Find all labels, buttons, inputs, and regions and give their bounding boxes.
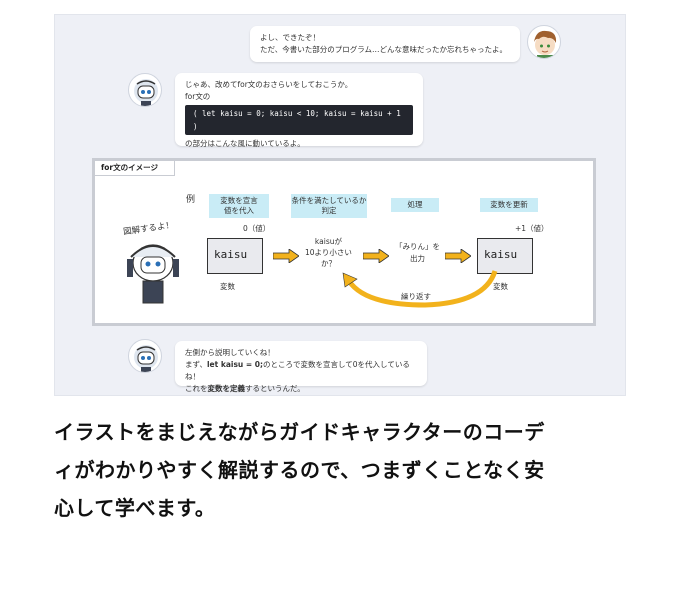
chat-text-part: これを	[185, 384, 208, 393]
step-label-declare: 変数を宣言 値を代入	[209, 194, 269, 218]
condition-text: kaisuが 10より小さい か？	[305, 237, 352, 268]
chat-text: これを変数を定義するというんだ。	[185, 383, 417, 395]
step-label-condition: 条件を満たしているか 判定	[291, 194, 367, 218]
repeat-label: 繰り返す	[401, 292, 431, 301]
variable-name: kaisu	[484, 248, 518, 261]
step-label-update: 変数を更新	[480, 198, 538, 212]
chat-text: 左側から説明していくね！	[185, 348, 275, 357]
inline-code: let kaisu = 0;	[206, 360, 263, 369]
example-label: 例	[186, 195, 196, 205]
guide-avatar	[128, 73, 162, 107]
guide-avatar	[128, 339, 162, 373]
guide-mascot-illustration	[127, 244, 179, 304]
chat-text-part: するというんだ。	[245, 384, 305, 393]
chat-text-part: まず、	[185, 360, 207, 369]
flow-arrow-icon	[363, 249, 389, 263]
step-label-process: 処理	[391, 198, 439, 212]
diagram-title: for文のイメージ	[95, 161, 175, 176]
chat-text: for文の	[185, 92, 211, 101]
caption-line: イラストをまじえながらガイドキャラクターのコーデ	[54, 420, 545, 444]
user-avatar	[527, 25, 561, 59]
zero-value-label: 0（値）	[243, 224, 271, 233]
flow-arrow-icon	[273, 249, 299, 263]
variable-caption: 変数	[493, 282, 508, 291]
caption-line: 心して学べます。	[54, 496, 216, 520]
chat-bubble-guide: 左側から説明していくね！ まず、let kaisu = 0;のところで変数を宣言…	[175, 341, 427, 393]
feature-caption: イラストをまじえながらガイドキャラクターのコーデ ィがわかりやすく解説するので、…	[54, 413, 634, 527]
emphasis-term: 変数を定義	[207, 384, 246, 393]
process-text: 「みりん」を 出力	[395, 242, 440, 263]
caption-line: ィがわかりやすく解説するので、つまずくことなく安	[54, 458, 545, 482]
variable-box-left: kaisu	[207, 238, 263, 274]
loop-back-arrow-icon	[342, 270, 498, 308]
chat-bubble-user: よし、できたぞ！ ただ、今書いた部分のプログラム…どんな意味だったか忘れちゃった…	[250, 26, 520, 62]
tutorial-screenshot: よし、できたぞ！ ただ、今書いた部分のプログラム…どんな意味だったか忘れちゃった…	[54, 14, 626, 396]
chat-text-part: のところで変数を宣言して0を代入しているね！	[185, 360, 410, 381]
chat-text: まず、let kaisu = 0;のところで変数を宣言して0を代入しているね！	[185, 359, 417, 383]
for-loop-diagram: for文のイメージ 例 図解するよ！ 変数を宣言 値を代入 条件を満たしているか…	[92, 158, 596, 326]
flow-arrow-icon	[445, 249, 471, 263]
plus-one-label: +1（値）	[515, 224, 549, 233]
variable-name: kaisu	[214, 248, 248, 261]
code-snippet: ( let kaisu = 0; kaisu < 10; kaisu = kai…	[185, 105, 413, 135]
chat-text: じゃあ、改めてfor文のおさらいをしておこうか。	[185, 80, 353, 89]
chat-text: ただ、今書いた部分のプログラム…どんな意味だったか忘れちゃったよ。	[260, 45, 508, 54]
variable-box-right: kaisu	[477, 238, 533, 274]
chat-text: よし、できたぞ！	[260, 33, 320, 42]
chat-bubble-guide: じゃあ、改めてfor文のおさらいをしておこうか。 for文の ( let kai…	[175, 73, 423, 148]
variable-caption: 変数	[220, 282, 235, 291]
chat-text: の部分はこんな風に動いているよ。	[185, 139, 305, 148]
